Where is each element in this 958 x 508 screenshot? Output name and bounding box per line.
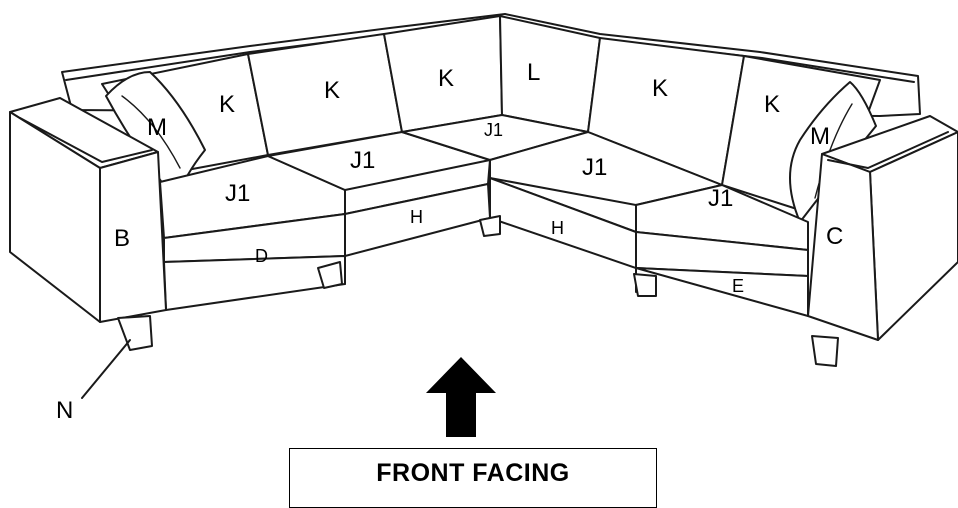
front-facing-label: FRONT FACING xyxy=(376,459,570,487)
arm-right xyxy=(807,115,958,341)
label-h-right: H xyxy=(551,218,564,238)
label-e: E xyxy=(732,276,744,296)
label-c: C xyxy=(826,223,843,250)
label-m-left: M xyxy=(147,114,167,141)
label-k-1: K xyxy=(219,91,235,118)
label-k-2: K xyxy=(324,77,340,104)
label-m-right: M xyxy=(810,123,830,150)
label-b: B xyxy=(114,225,130,252)
legs xyxy=(117,215,839,367)
label-k-4: K xyxy=(652,75,668,102)
label-d: D xyxy=(255,246,268,266)
label-k-3: K xyxy=(438,65,454,92)
base-panels xyxy=(163,177,809,317)
arm-left xyxy=(9,97,167,323)
label-k-5: K xyxy=(764,91,780,118)
label-j1-2: J1 xyxy=(350,147,375,174)
label-j1-1: J1 xyxy=(225,180,250,207)
label-l: L xyxy=(527,59,540,86)
front-facing-box: FRONT FACING xyxy=(289,448,657,508)
front-arrow-icon xyxy=(426,357,496,437)
label-j1-corner: J1 xyxy=(484,120,503,140)
label-j1-4: J1 xyxy=(708,185,733,212)
leader-line-n xyxy=(81,339,131,399)
label-j1-3: J1 xyxy=(582,154,607,181)
label-h-left: H xyxy=(410,207,423,227)
label-n: N xyxy=(56,397,73,424)
